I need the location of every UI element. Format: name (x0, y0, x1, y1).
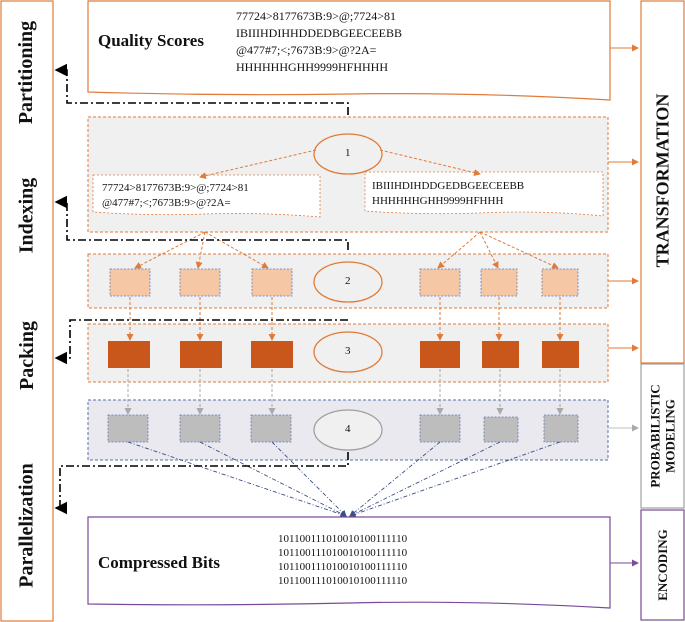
bits-line: 101100111010010100111110 (278, 575, 408, 587)
stage3-blocks (108, 341, 579, 368)
quality-scores-doc (87, 0, 611, 101)
quality-scores-lines: 77724>8177673B:9>@;7724>81 IBIIIHDIHHDDE… (236, 8, 402, 76)
fragment-right-doc (364, 171, 604, 217)
arrows-s3-to-s4 (124, 369, 564, 415)
compressed-bits-lines: 101100111010010100111110 101100111010010… (278, 532, 407, 588)
stage4-number: 4 (345, 423, 351, 435)
quality-score-line: HHHHHHGHH9999HFHHHH (236, 60, 388, 74)
fragment-left: 77724>8177673B:9>@;7724>81 @477#7;<;7673… (102, 181, 249, 211)
stage3-number: 3 (345, 345, 351, 357)
compressed-bits-doc (87, 516, 611, 609)
label-partitioning: Partitioning (15, 20, 38, 124)
fragment-left-doc (92, 174, 321, 218)
fragment-right: IBIIIHDIHDDGEDBGEECEEBB HHHHHHGHH9999HFH… (372, 179, 524, 209)
left-label-frame (0, 0, 54, 622)
compressed-bits-title: Compressed Bits (98, 553, 220, 572)
bits-line: 101100111010010100111110 (278, 561, 408, 573)
arrow-1-right (379, 149, 481, 177)
fragment-line: HHHHHHGHH9999HFHHH (372, 195, 504, 207)
label-transformation: TRANSFORMATION (652, 93, 673, 267)
label-probabilistic: PROBABILISTIC (647, 384, 663, 488)
quality-score-line: IBIIIHDIHHDDEDBGEECEEBB (236, 26, 402, 40)
flow-lines-left (54, 63, 349, 515)
bits-line: 101100111010010100111110 (278, 533, 408, 545)
stage3-ellipse (313, 331, 383, 373)
flow-lines-right (608, 44, 639, 567)
label-modeling: MODELING (662, 399, 678, 473)
label-probabilistic-modeling: PROBABILISTIC MODELING (641, 364, 684, 508)
quality-scores-title: Quality Scores (98, 31, 204, 50)
encoding-frame (640, 509, 685, 621)
stage1-ellipse (313, 133, 383, 175)
arrows-s2-to-s3 (126, 297, 564, 341)
quality-score-line: 77724>8177673B:9>@;7724>81 (236, 9, 397, 23)
label-parallelization: Parallelization (15, 462, 38, 588)
modeling-frame (640, 363, 685, 509)
fragment-line: 77724>8177673B:9>@;7724>81 (102, 182, 249, 194)
arrows-frag-to-s2 (134, 231, 559, 269)
label-packing: Packing (15, 320, 38, 390)
transformation-frame (640, 0, 685, 364)
stage2-ellipse (313, 261, 383, 303)
fragment-line: IBIIIHDIHDDGEDBGEECEEBB (372, 180, 525, 192)
stage4-ellipse (313, 409, 383, 451)
label-indexing: Indexing (15, 177, 38, 253)
stage2-number: 2 (345, 275, 351, 287)
arrows-s4-to-bits (127, 441, 561, 518)
stage4-blocks (107, 414, 579, 443)
quality-score-line: @477#7;<;7673B:9>@?2A= (236, 43, 377, 57)
fragment-line: @477#7;<;7673B:9>@?2A= (102, 197, 231, 209)
bits-line: 101100111010010100111110 (278, 547, 408, 559)
label-encoding: ENCODING (654, 529, 670, 601)
stage2-blocks (109, 268, 579, 297)
stage1-number: 1 (345, 147, 351, 159)
